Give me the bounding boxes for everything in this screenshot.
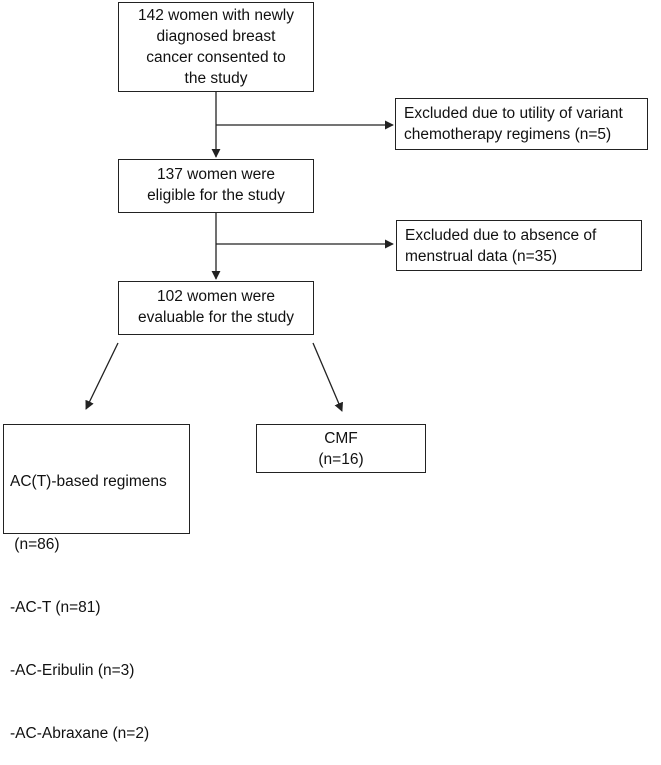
box-evaluable-line-1: 102 women were xyxy=(156,288,276,305)
box-eligible-line-1: 137 women were xyxy=(156,166,276,183)
box-eligible-line-2: eligible for the study xyxy=(147,187,285,204)
box-consented: 142 women with newly diagnosed breast ca… xyxy=(118,2,314,92)
box-ac-regimens-line-1: AC(T)-based regimens xyxy=(10,473,167,490)
box-excluded-regimens-line-2: chemotherapy regimens (n=5) xyxy=(404,126,612,143)
connector-lines xyxy=(85,92,394,412)
arrow-evaluable-to-cmf xyxy=(312,342,343,412)
box-excluded-menstrual: Excluded due to absence of menstrual dat… xyxy=(396,220,642,271)
box-ac-regimens-line-3: -AC-T (n=81) xyxy=(10,599,101,616)
box-ac-regimens-line-4: -AC-Eribulin (n=3) xyxy=(10,662,135,679)
box-consented-line-3: cancer consented to xyxy=(146,49,286,66)
box-excluded-menstrual-line-2: menstrual data (n=35) xyxy=(405,248,558,265)
box-evaluable-line-2: evaluable for the study xyxy=(138,309,294,326)
arrow-evaluable-to-ac xyxy=(85,342,119,410)
box-cmf-line-1: CMF xyxy=(324,430,358,447)
box-ac-regimens: AC(T)-based regimens (n=86) -AC-T (n=81)… xyxy=(3,424,190,742)
box-excluded-regimens: Excluded due to utility of variant chemo… xyxy=(395,98,648,150)
box-excluded-regimens-line-1: Excluded due to utility of variant xyxy=(404,105,623,122)
box-cmf: CMF (n=16) xyxy=(256,424,426,473)
box-consented-line-4: the study xyxy=(184,70,248,87)
box-ac-regimens-line-5: -AC-Abraxane (n=2) xyxy=(10,725,150,742)
box-ac-regimens-line-2: (n=86) xyxy=(10,536,60,553)
box-cmf-line-2: (n=16) xyxy=(318,451,364,468)
box-excluded-menstrual-line-1: Excluded due to absence of xyxy=(405,227,597,244)
box-eligible: 137 women were eligible for the study xyxy=(118,159,314,213)
box-consented-line-1: 142 women with newly xyxy=(138,7,294,24)
box-evaluable: 102 women were evaluable for the study xyxy=(118,281,314,335)
box-consented-line-2: diagnosed breast xyxy=(156,28,276,45)
